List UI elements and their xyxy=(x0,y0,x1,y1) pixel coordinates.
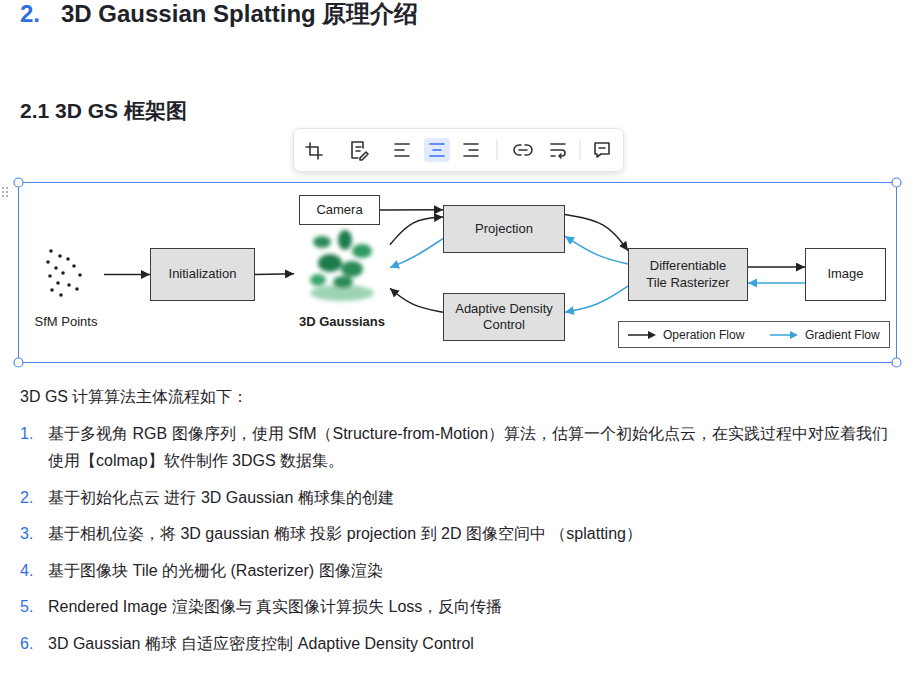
grip-dot xyxy=(6,191,8,193)
toolbar-separator xyxy=(580,140,581,160)
point-cloud-figure: SfM Points xyxy=(28,245,104,332)
point xyxy=(58,254,62,258)
grip-dot xyxy=(6,195,8,197)
toolbar-separator xyxy=(497,140,498,160)
gradient-arrow xyxy=(565,236,628,264)
resize-handle xyxy=(892,358,901,367)
legend-label: Gradient Flow xyxy=(805,328,880,342)
toolbar xyxy=(294,129,624,172)
gaussian-blob xyxy=(352,244,372,258)
legend-entry: Operation Flow xyxy=(626,328,768,342)
active-button xyxy=(424,138,450,162)
point xyxy=(61,271,65,275)
operation-arrow xyxy=(255,273,294,275)
link-icon xyxy=(514,145,532,155)
grip-dot xyxy=(2,195,4,197)
resize-handle xyxy=(14,178,23,187)
legend-box: Operation Flow Gradient Flow xyxy=(618,321,890,348)
list-item: Rendered Image 渲染图像与 真实图像计算损失 Loss，反向传播 xyxy=(48,593,898,620)
align-left-icon xyxy=(395,144,409,156)
process-box: Initialization xyxy=(150,248,255,301)
process-box: Differentiable Tile Rasterizer xyxy=(628,248,748,301)
process-box: Projection xyxy=(443,205,565,253)
gradient-arrow xyxy=(390,239,443,268)
gaussian-figure: 3D Gaussians xyxy=(294,228,390,332)
output-box: Image xyxy=(805,248,886,301)
point xyxy=(50,288,54,292)
point xyxy=(72,264,76,268)
wrap-icon xyxy=(551,144,565,158)
operation-arrow xyxy=(380,209,443,211)
point xyxy=(66,257,70,261)
list-number: 6. xyxy=(20,630,33,657)
legend-line-sample xyxy=(626,329,658,341)
gaussian-blob xyxy=(318,254,342,272)
grip-dot xyxy=(6,187,8,189)
operation-arrow xyxy=(565,215,628,251)
grip-dot xyxy=(2,191,4,193)
legend-arrowhead xyxy=(648,331,656,339)
node-label: 3D Gaussians xyxy=(299,314,385,330)
selection-frame xyxy=(19,183,897,363)
legend-arrowhead xyxy=(790,331,798,339)
node-label: SfM Points xyxy=(35,314,98,330)
operation-arrow xyxy=(390,217,443,245)
process-box: Adaptive Density Control xyxy=(443,293,565,341)
list-item: 基于多视角 RGB 图像序列，使用 SfM（Structure-from-Mot… xyxy=(48,420,898,474)
point xyxy=(59,293,63,297)
edit-icon xyxy=(352,142,368,160)
section-heading: 2.1 3D GS 框架图 xyxy=(20,97,187,125)
list-item: 基于图像块 Tile 的光栅化 (Rasterizer) 图像渲染 xyxy=(48,557,898,584)
paragraph: 3D GS 计算算法主体流程如下： xyxy=(20,383,248,410)
point xyxy=(67,283,71,287)
legend-entry: Gradient Flow xyxy=(768,328,888,342)
operation-arrow xyxy=(104,274,150,276)
list-number: 2. xyxy=(20,484,33,511)
input-box: Camera xyxy=(299,195,380,225)
grip-dot xyxy=(2,187,4,189)
node-label: Image xyxy=(827,266,863,282)
list-number: 4. xyxy=(20,557,33,584)
crop-icon xyxy=(306,143,322,159)
point xyxy=(49,249,53,253)
point xyxy=(56,281,60,285)
node-label: Camera xyxy=(316,202,362,218)
point xyxy=(78,273,82,277)
legend-label: Operation Flow xyxy=(663,328,744,342)
gaussian-blob xyxy=(310,274,326,286)
resize-handle xyxy=(14,358,23,367)
legend-line xyxy=(628,334,650,336)
list-number: 3. xyxy=(20,520,33,547)
list-item: 基于相机位姿，将 3D gaussian 椭球 投影 projection 到 … xyxy=(48,520,898,547)
page-title: 3D Gaussian Splatting 原理介绍 xyxy=(61,0,418,28)
list-number: 1. xyxy=(20,420,33,447)
gaussian-blob xyxy=(333,276,353,288)
list-number: 5. xyxy=(20,593,33,620)
operation-arrow xyxy=(390,288,443,312)
gradient-arrow xyxy=(565,286,628,312)
align-center-icon xyxy=(430,144,444,156)
point xyxy=(48,274,52,278)
point xyxy=(46,260,50,264)
node-label: Initialization xyxy=(169,266,237,282)
align-right-icon xyxy=(464,144,478,156)
list-item: 3D Gaussian 椭球 自适应密度控制 Adaptive Density … xyxy=(48,630,898,657)
point xyxy=(75,287,79,291)
gaussian-blob xyxy=(313,236,331,248)
legend-line xyxy=(770,334,792,336)
node-label: Differentiable Tile Rasterizer xyxy=(638,258,738,291)
resize-handle xyxy=(892,178,901,187)
heading-number: 2. xyxy=(20,0,40,28)
gradient-arrow xyxy=(748,282,805,284)
legend-line-sample xyxy=(768,329,800,341)
gaussian-blob xyxy=(341,261,363,277)
comment-icon xyxy=(595,143,609,157)
operation-arrow xyxy=(748,266,805,268)
gaussian-blob xyxy=(338,230,352,250)
point xyxy=(54,266,58,270)
node-label: Adaptive Density Control xyxy=(454,301,554,334)
list-item: 基于初始化点云 进行 3D Gaussian 椭球集的创建 xyxy=(48,484,898,511)
node-label: Projection xyxy=(475,221,533,237)
